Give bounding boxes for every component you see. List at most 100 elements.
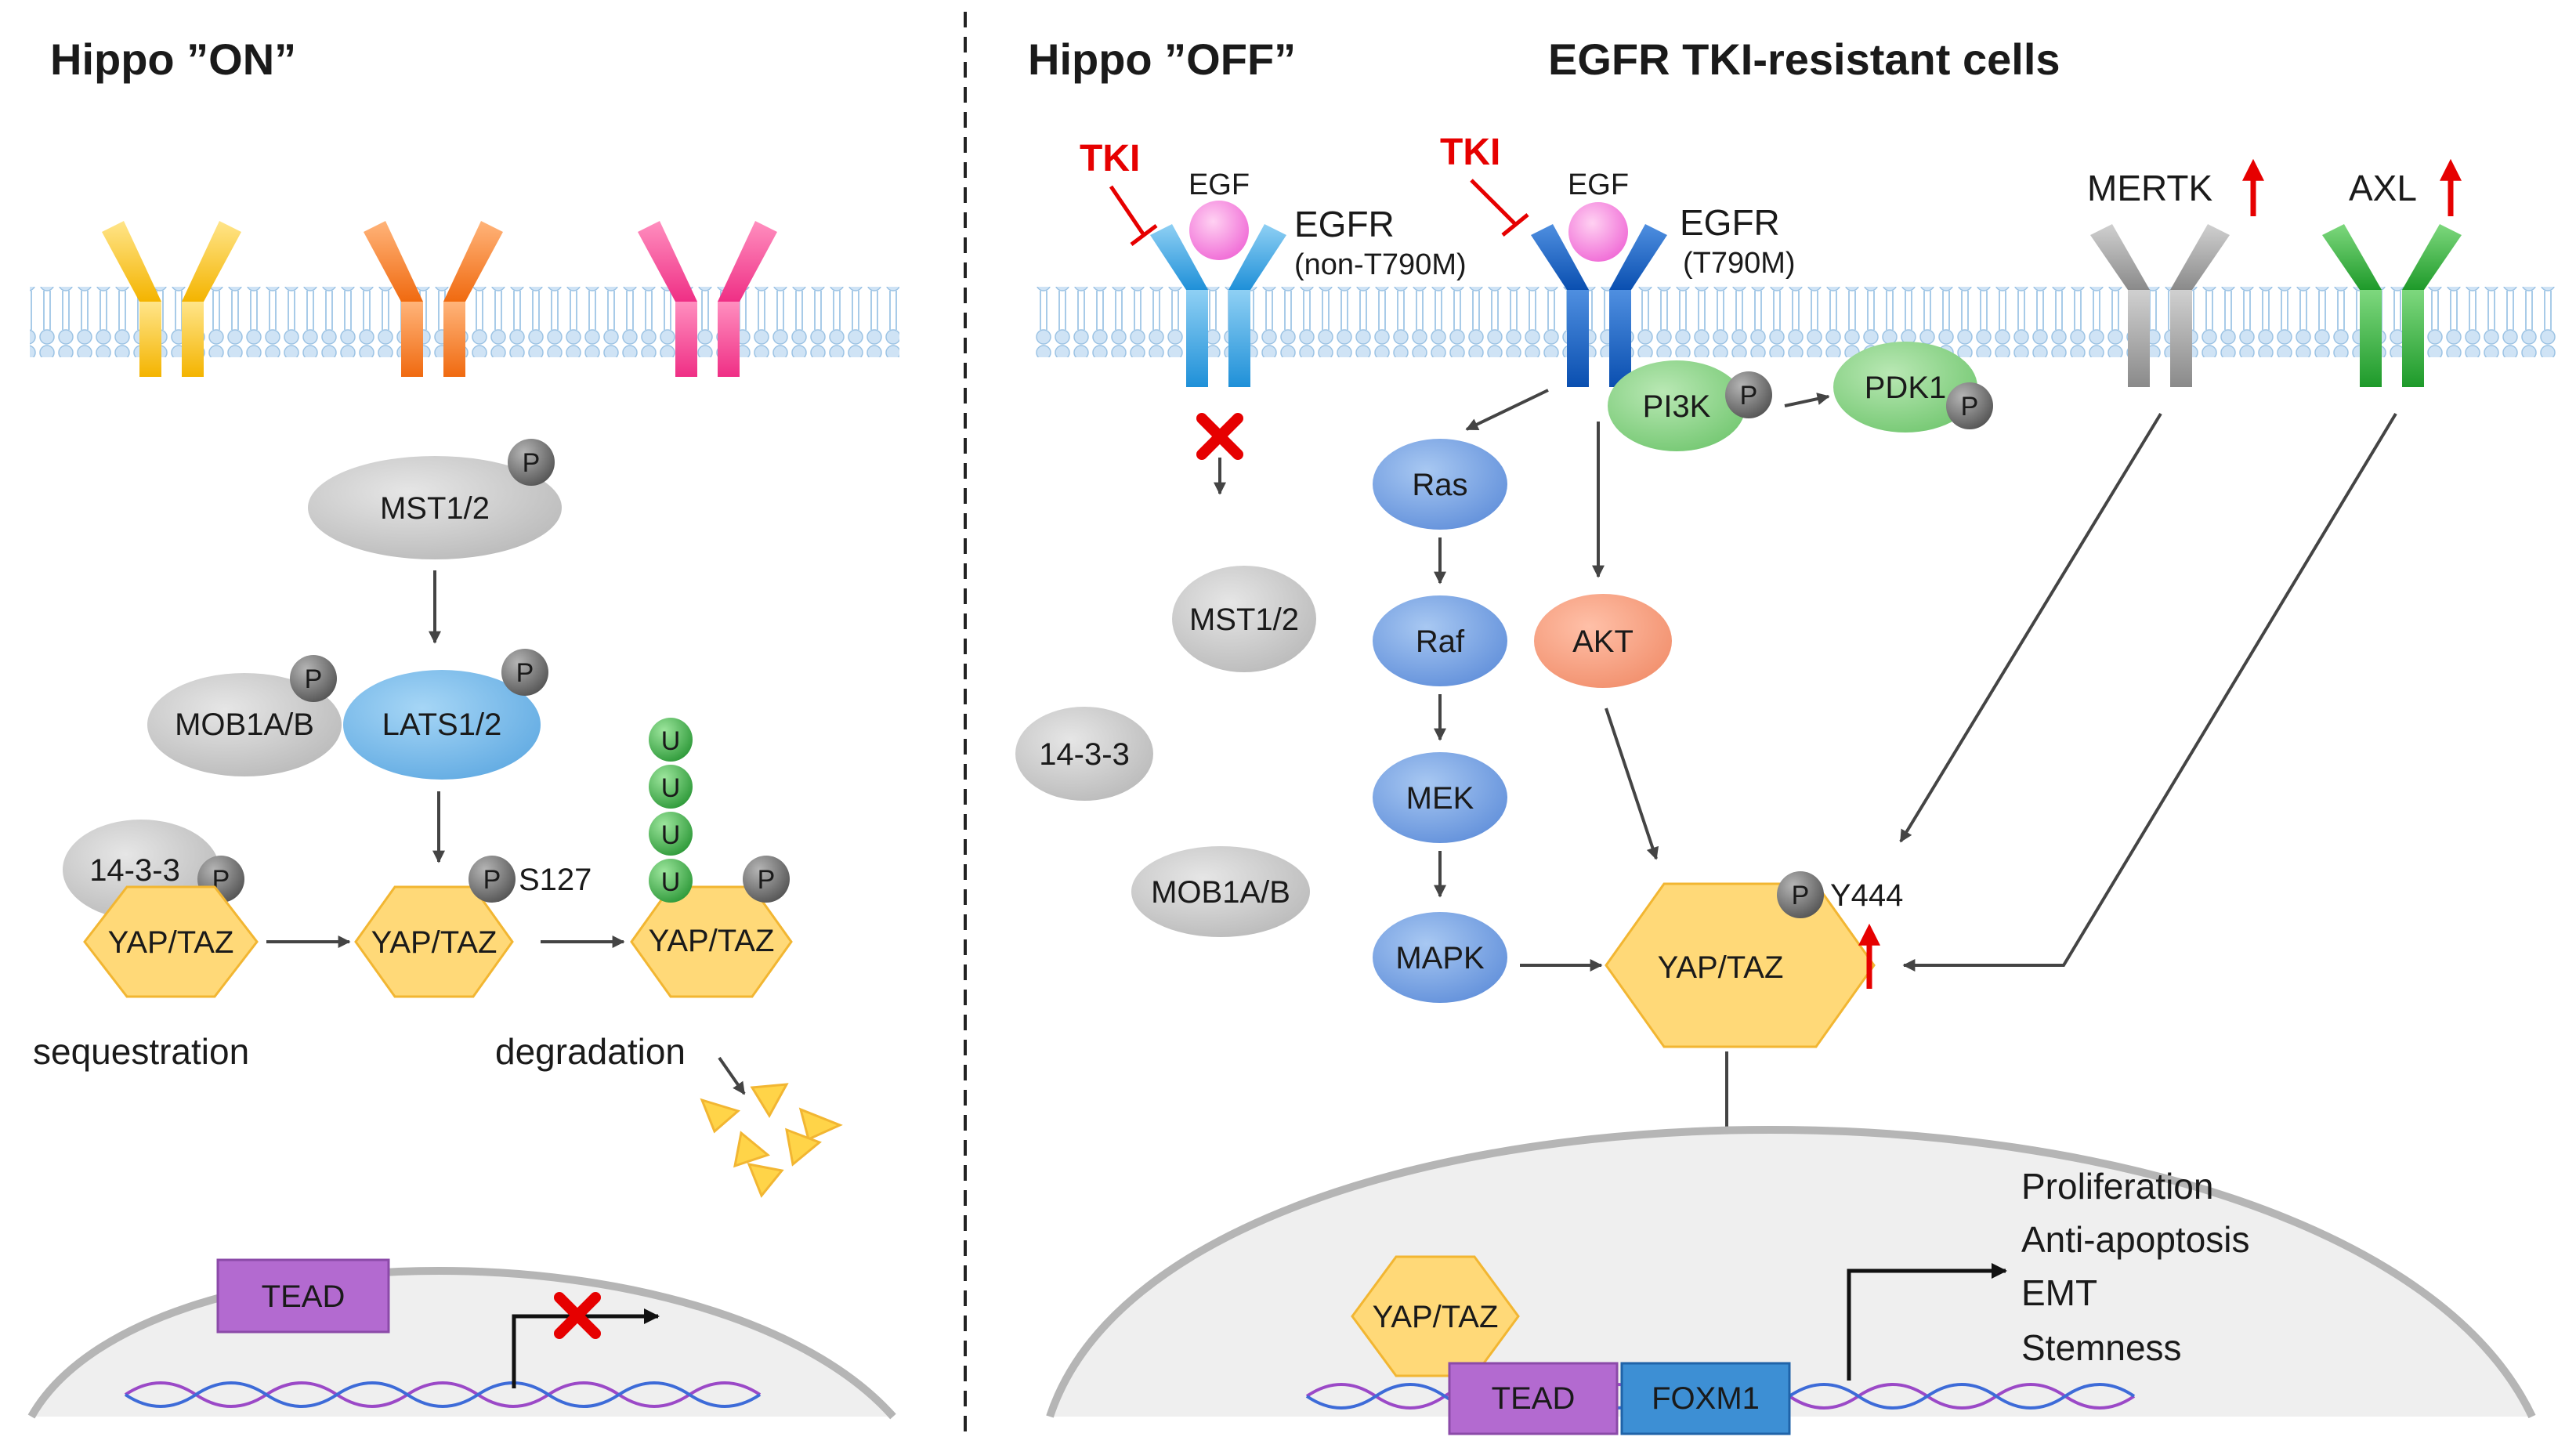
phospho-icon <box>1777 871 1824 918</box>
phospho-icon <box>290 655 337 702</box>
arrow-pi3k-pdk1 <box>1784 393 1830 407</box>
phospho-icon <box>508 439 555 486</box>
egfr-label-1: EGFR <box>1294 204 1395 244</box>
egfr-label-2: EGFR <box>1680 202 1780 243</box>
lats-label: LATS1/2 <box>382 708 502 742</box>
protein-1433-right <box>1015 707 1153 801</box>
mst-node-left <box>308 456 562 559</box>
egfr2-sub-label: (T790M) <box>1683 247 1796 280</box>
egf-label-2: EGF <box>1568 168 1629 201</box>
outcome-anti-apoptosis: Anti-apoptosis <box>2021 1219 2250 1260</box>
svg-text:U: U <box>661 726 681 756</box>
outcome-stemness: Stemness <box>2021 1327 2182 1368</box>
yap-hex-seq <box>83 885 259 998</box>
yap-label-central: YAP/TAZ <box>1658 950 1784 985</box>
axl-label: AXL <box>2349 168 2417 208</box>
right-subtitle: EGFR TKI-resistant cells <box>1548 34 2060 84</box>
arrow-akt-yap <box>1605 708 1659 860</box>
blocked-x-icon <box>554 1292 601 1339</box>
akt-node <box>1534 594 1672 688</box>
mob-label-right: MOB1A/B <box>1151 875 1290 910</box>
phospho-icon <box>743 856 790 903</box>
yap-hex-nucleus <box>1351 1255 1520 1377</box>
outcome-emt: EMT <box>2021 1272 2097 1313</box>
pi3k-node <box>1608 360 1746 451</box>
egf-ligand-1 <box>1189 201 1249 260</box>
phospho-icon <box>501 649 548 696</box>
svg-text:P: P <box>516 658 534 688</box>
egf-ligand-2 <box>1568 202 1628 262</box>
arrow-degradation <box>718 1056 746 1095</box>
raf-node <box>1373 595 1507 686</box>
ubiquitin-icon <box>649 812 693 856</box>
svg-text:P: P <box>1961 392 1979 422</box>
receptor-egfr-non-t790m <box>1150 224 1286 387</box>
tead-label-right: TEAD <box>1492 1381 1576 1416</box>
arrow-axl-yap <box>1902 412 2397 972</box>
phospho-icon <box>1725 371 1772 418</box>
y444-label: Y444 <box>1830 878 1903 913</box>
tki-label-1: TKI <box>1080 138 1140 179</box>
tead-label-left: TEAD <box>262 1279 346 1314</box>
nucleus-right <box>1046 1126 2536 1419</box>
arrow-egfr-ras <box>1465 389 1549 431</box>
mob-node-left <box>147 673 342 776</box>
transcription-arrow-right <box>1847 1263 2007 1381</box>
egf-label-1: EGF <box>1189 168 1250 201</box>
pi3k-label: PI3K <box>1643 389 1711 424</box>
tki-inhibit-icon <box>1109 185 1158 246</box>
mst-label-left: MST1/2 <box>380 491 490 526</box>
svg-text:P: P <box>483 865 501 895</box>
lats-node <box>343 670 541 780</box>
ras-node <box>1373 439 1507 530</box>
ubiquitin-icon <box>649 718 693 762</box>
svg-text:P: P <box>758 865 776 895</box>
mst-node-right <box>1172 566 1316 672</box>
svg-text:P: P <box>1740 381 1758 411</box>
phospho-icon <box>469 856 516 903</box>
ubiquitin-icon <box>649 859 693 903</box>
receptor-orange <box>364 221 503 377</box>
svg-text:P: P <box>305 664 323 694</box>
yap-hex-s127 <box>354 885 514 998</box>
tki-inhibit-icon <box>1470 179 1529 237</box>
svg-text:U: U <box>661 820 681 850</box>
mst-label-right: MST1/2 <box>1189 603 1299 637</box>
svg-text:U: U <box>661 867 681 897</box>
yap-label-nucleus: YAP/TAZ <box>1373 1300 1499 1334</box>
receptor-pink <box>638 221 777 377</box>
svg-text:U: U <box>661 773 681 803</box>
transcription-arrow-left <box>512 1308 660 1388</box>
foxm1-label: FOXM1 <box>1652 1381 1760 1416</box>
mob-node-right <box>1131 846 1310 937</box>
svg-text:P: P <box>212 865 230 895</box>
mob-label-left: MOB1A/B <box>175 708 314 742</box>
ubiquitin-chain: U U U U <box>649 718 693 903</box>
tead-box-left <box>216 1258 390 1334</box>
receptor-egfr-t790m <box>1531 224 1667 387</box>
mek-node <box>1373 752 1507 843</box>
ubiquitin-icon <box>649 765 693 809</box>
receptor-yellow <box>102 221 241 377</box>
blocked-x-icon <box>1196 413 1243 460</box>
yap-label-s127: YAP/TAZ <box>371 925 497 960</box>
s127-label: S127 <box>519 863 592 897</box>
pdk1-node <box>1833 342 1977 432</box>
svg-text:P: P <box>523 448 541 478</box>
protein-1433-label-right: 14-3-3 <box>1039 737 1130 772</box>
degraded-fragments-icon <box>700 1083 843 1198</box>
sequestration-label: sequestration <box>33 1031 249 1072</box>
mapk-node <box>1373 912 1507 1003</box>
protein-1433-label-left: 14-3-3 <box>89 853 180 888</box>
yap-label-seq: YAP/TAZ <box>108 925 234 960</box>
mapk-label: MAPK <box>1395 941 1485 975</box>
membrane-right <box>1034 287 2557 357</box>
svg-text:P: P <box>1792 881 1810 910</box>
akt-label: AKT <box>1572 624 1634 659</box>
raf-label: Raf <box>1416 624 1465 659</box>
foxm1-box <box>1620 1362 1791 1435</box>
phospho-icon <box>1946 382 1993 429</box>
ras-label: Ras <box>1412 468 1467 502</box>
yap-label-ub: YAP/TAZ <box>649 924 775 958</box>
